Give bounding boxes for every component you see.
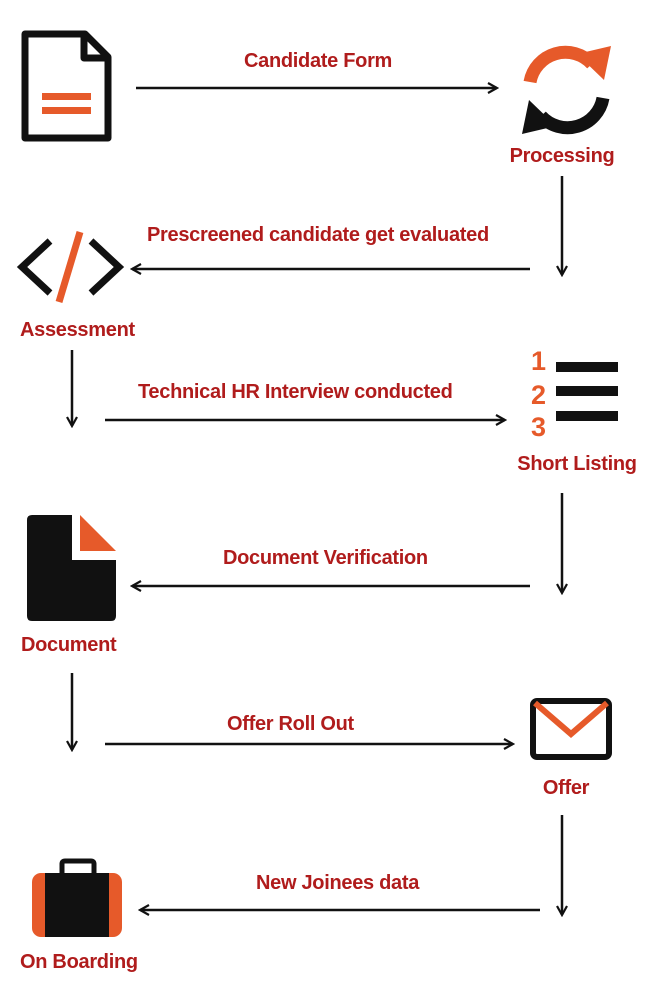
briefcase-icon [32, 858, 122, 937]
edge-label-new-joinees: New Joinees data [256, 872, 420, 894]
edge-label-technical-hr: Technical HR Interview conducted [138, 381, 453, 403]
node-label-offer: Offer [542, 777, 590, 799]
edge-label-prescreened: Prescreened candidate get evaluated [147, 224, 489, 246]
node-label-short-listing: Short Listing [517, 453, 637, 475]
node-label-processing: Processing [509, 145, 615, 167]
node-label-on-boarding: On Boarding [20, 951, 138, 973]
svg-text:2: 2 [531, 380, 546, 410]
envelope-icon [530, 698, 612, 760]
node-label-document: Document [21, 634, 117, 656]
edge-label-candidate-form: Candidate Form [244, 50, 393, 72]
node-label-assessment: Assessment [20, 319, 135, 341]
refresh-icon [522, 45, 611, 135]
svg-text:3: 3 [531, 412, 546, 442]
file-icon [27, 515, 116, 621]
numbered-list-icon: 1 2 3 [531, 346, 618, 442]
edge-label-document-verification: Document Verification [223, 547, 428, 569]
document-lines-icon [21, 30, 112, 142]
svg-text:1: 1 [531, 346, 546, 376]
edge-label-offer-roll-out: Offer Roll Out [227, 713, 354, 735]
code-icon [16, 230, 125, 304]
